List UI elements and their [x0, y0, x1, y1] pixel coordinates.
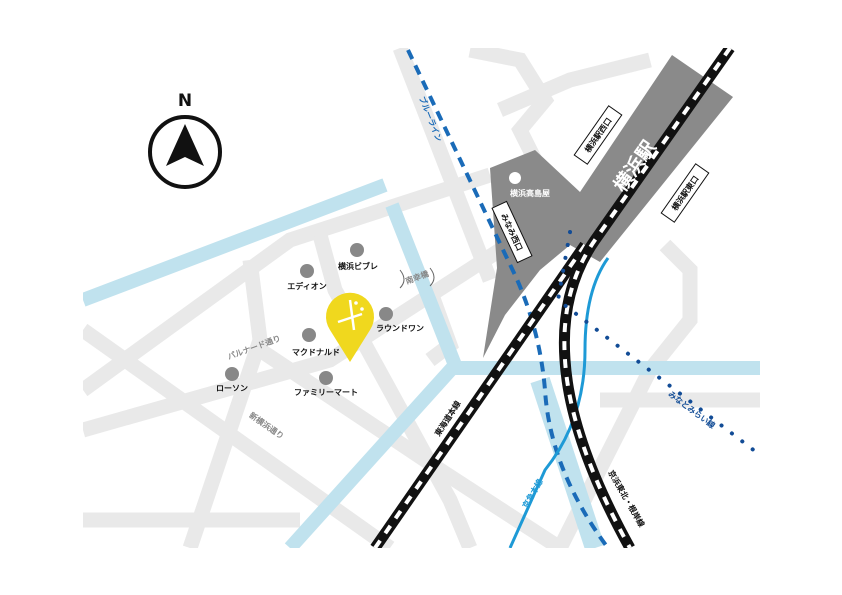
shinyokohama-street-label: 新横浜通り — [247, 410, 286, 441]
tokaido-line — [370, 241, 590, 548]
landmark-lawson: ローソン — [216, 384, 248, 393]
landmark-vivre: 横浜ビブレ — [338, 261, 378, 271]
landmark-familymart: ファミリーマート — [294, 388, 358, 397]
takashimaya-label: 横浜高島屋 — [510, 188, 550, 198]
landmark-mcdonalds: マクドナルド — [292, 347, 340, 357]
rivers — [83, 178, 760, 548]
minamisaiwai-bridge — [399, 267, 435, 289]
blue-line — [406, 49, 610, 548]
roads — [83, 48, 760, 548]
landmark-edion: エディオン — [287, 281, 326, 291]
landmarks: 横浜ビブレ エディオン ラウンドワン マクドナルド ローソン ファミリーマート — [216, 243, 424, 397]
compass: N — [148, 91, 222, 189]
compass-north-label: N — [178, 91, 192, 111]
keikyu-label: 京急本線 — [520, 477, 545, 510]
keihin-tohoku-line — [558, 48, 735, 548]
north-arrow-icon — [166, 124, 204, 166]
landmark-round1: ラウンドワン — [376, 324, 424, 333]
keikyu-line — [508, 257, 610, 548]
minatomirai-line — [555, 230, 760, 457]
destination-pin[interactable] — [326, 292, 375, 362]
